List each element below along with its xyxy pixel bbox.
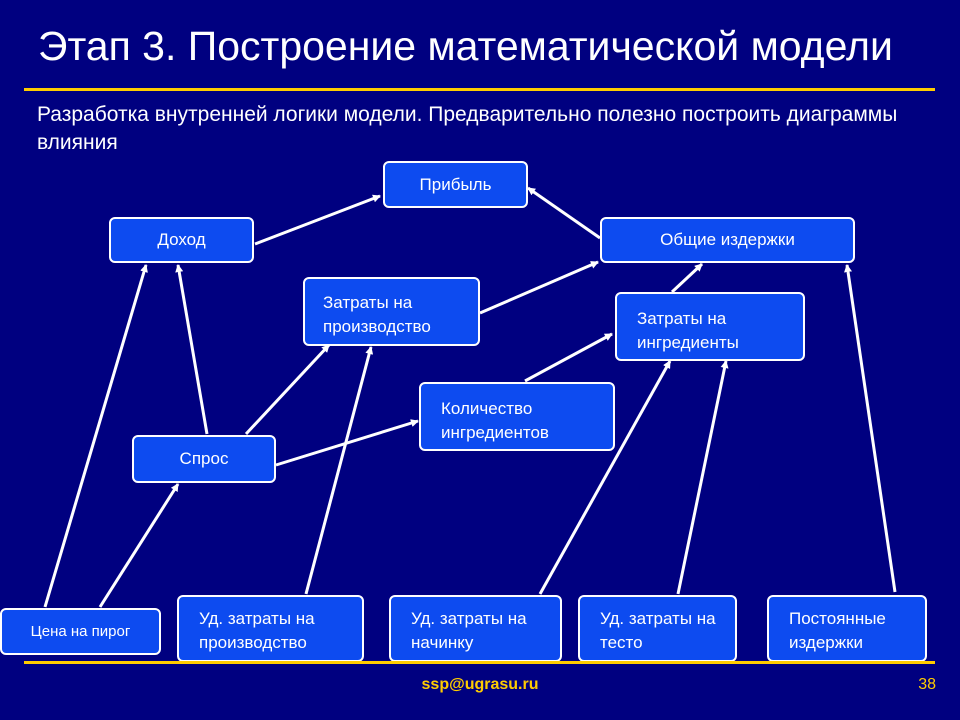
arrow-demand-to-production-costs: [244, 343, 331, 436]
slide-title: Этап 3. Построение математической модели: [38, 23, 893, 69]
node-ingredient-costs: Затраты на ингредиенты: [615, 292, 805, 361]
page-number: 38: [918, 676, 936, 693]
arrow-pie-price-to-revenue: [43, 264, 148, 608]
arrow-unit-filling-costs-to-ingredient-costs: [538, 360, 672, 595]
node-revenue: Доход: [109, 217, 254, 263]
node-production-costs: Затраты на производство: [303, 277, 480, 346]
arrow-ingredient-qty-to-ingredient-costs: [524, 332, 613, 383]
node-unit-production-costs: Уд. затраты на производство: [177, 595, 364, 662]
arrow-demand-to-revenue: [175, 264, 209, 435]
node-ingredient-quantity: Количество ингредиентов: [419, 382, 615, 451]
arrow-fixed-costs-to-total-costs: [844, 264, 897, 593]
node-unit-dough-costs: Уд. затраты на тесто: [578, 595, 737, 662]
arrow-demand-to-ingredient-qty: [275, 419, 419, 467]
arrow-production-costs-to-total-costs: [479, 260, 599, 315]
arrow-revenue-to-profit: [254, 194, 381, 246]
node-total-costs: Общие издержки: [600, 217, 855, 263]
arrow-ingredient-costs-to-total-costs: [670, 262, 704, 294]
node-fixed-costs: Постоянные издержки: [767, 595, 927, 662]
intro-text: Разработка внутренней логики модели. Пре…: [37, 103, 898, 154]
footer-divider: [24, 661, 935, 664]
node-profit: Прибыль: [383, 161, 528, 208]
footer-email: ssp@ugrasu.ru: [421, 676, 539, 693]
node-demand: Спрос: [132, 435, 276, 483]
arrow-unit-dough-costs-to-ingredient-costs: [676, 360, 729, 595]
node-unit-filling-costs: Уд. затраты на начинку: [389, 595, 562, 662]
node-pie-price: Цена на пирог: [0, 608, 161, 655]
arrow-total-costs-to-profit: [527, 186, 601, 240]
arrow-unit-production-costs-to-production-costs: [304, 346, 374, 595]
arrow-pie-price-to-demand: [98, 483, 180, 608]
title-divider: [24, 88, 935, 91]
